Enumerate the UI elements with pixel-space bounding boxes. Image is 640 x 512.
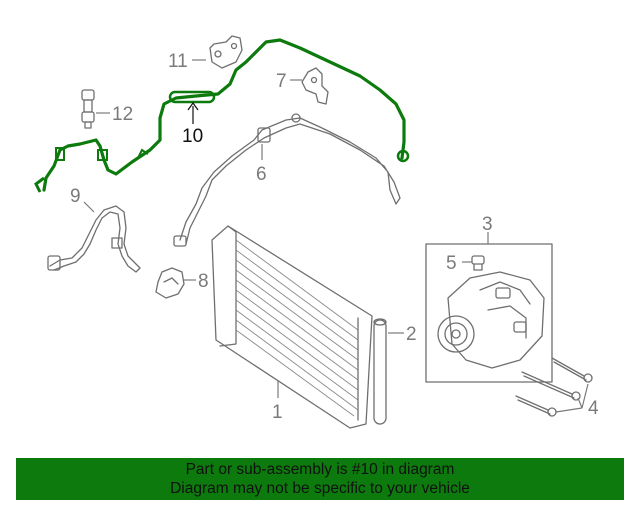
info-banner: Part or sub-assembly is #10 in diagram D… xyxy=(16,458,624,500)
part-4-bolts[interactable] xyxy=(515,357,593,417)
callout-1: 1 xyxy=(272,402,283,423)
part-12-sensor[interactable] xyxy=(81,89,95,129)
callout-4: 4 xyxy=(588,398,599,419)
part-9-line[interactable] xyxy=(47,205,141,273)
part-5-fitting[interactable] xyxy=(471,255,485,271)
callout-10: 10 xyxy=(182,126,203,147)
banner-line-2: Diagram may not be specific to your vehi… xyxy=(170,480,470,497)
callout-3: 3 xyxy=(482,214,493,235)
callout-6: 6 xyxy=(256,164,267,185)
part-1-condenser[interactable] xyxy=(211,225,373,429)
part-6-hose[interactable] xyxy=(173,113,401,247)
callout-11: 11 xyxy=(168,51,188,72)
callout-2: 2 xyxy=(406,324,417,345)
callout-9: 9 xyxy=(70,186,81,207)
part-11-bracket[interactable] xyxy=(209,35,243,69)
callout-8: 8 xyxy=(198,271,209,292)
callout-7: 7 xyxy=(276,71,287,92)
part-2-drier[interactable] xyxy=(373,318,387,425)
banner-line-1: Part or sub-assembly is #10 in diagram xyxy=(185,461,455,478)
part-8-seal[interactable] xyxy=(155,267,185,299)
part-3-compressor-group[interactable] xyxy=(425,243,553,383)
callout-12: 12 xyxy=(112,104,133,125)
parts-diagram: 11 7 12 10 6 9 8 1 2 3 5 4 xyxy=(34,35,599,429)
part-10-ac-hose[interactable] xyxy=(34,38,410,193)
part-7-bracket[interactable] xyxy=(301,67,329,105)
callout-5: 5 xyxy=(446,253,457,274)
